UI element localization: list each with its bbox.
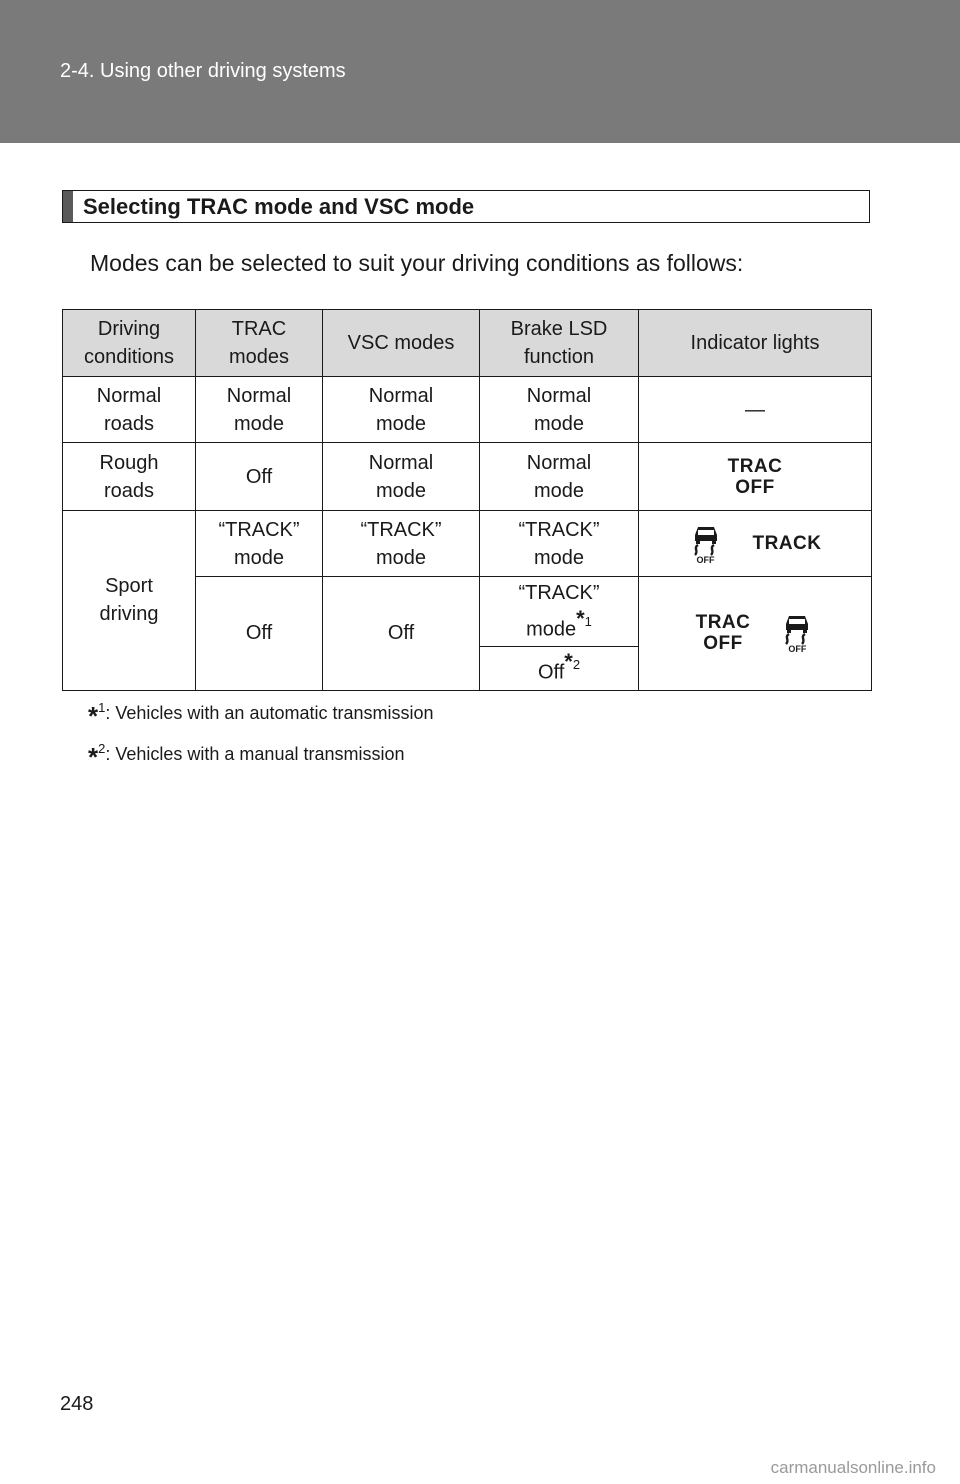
lsd-off-label: Off <box>537 661 565 684</box>
cell-indicator: OFF TRACK <box>638 510 872 577</box>
cell-indicator: — <box>638 376 872 443</box>
trac-off-indicator: TRAC OFF <box>727 455 783 498</box>
footnote-star: * <box>576 606 585 631</box>
intro-text: Modes can be selected to suit your drivi… <box>90 250 744 276</box>
chapter-title: 2-4. Using other driving systems <box>60 60 346 82</box>
footnote-1: *1: Vehicles with an automatic transmiss… <box>88 700 434 732</box>
footnote-ref: 2 <box>572 656 581 672</box>
cell-trac: “TRACK” mode <box>195 510 323 577</box>
header-brake-lsd: Brake LSD function <box>479 309 639 377</box>
cell-lsd: “TRACK” mode <box>479 510 639 577</box>
header-indicator-lights: Indicator lights <box>638 309 872 377</box>
header-driving-conditions: Driving conditions <box>62 309 196 377</box>
watermark: carmanualsonline.info <box>770 1458 936 1477</box>
table-row: Off Off “TRACK” mode*1 TRAC OFF <box>63 576 872 691</box>
footnote-2: *2: Vehicles with a manual transmission <box>88 741 405 773</box>
table-row: Rough roads Off Normal mode Normal mode … <box>62 442 872 511</box>
footnote-text: : Vehicles with a manual transmission <box>105 744 405 764</box>
cell-vsc: Off <box>322 576 480 691</box>
header-trac-modes: TRAC modes <box>195 309 323 377</box>
footnote-star: * <box>564 648 573 674</box>
skid-off-label: OFF <box>788 644 807 655</box>
lsd-track-label: “TRACK” mode <box>518 582 600 641</box>
table-row: Sport driving “TRACK” mode “TRACK” mode … <box>62 510 872 691</box>
skid-car-icon <box>785 616 809 646</box>
indicator-group: OFF TRACK <box>643 523 867 565</box>
page-header: 2-4. Using other driving systems <box>0 0 960 143</box>
table-row: Off*2 <box>63 645 872 691</box>
track-indicator: TRACK <box>752 533 822 554</box>
header-vsc-modes: VSC modes <box>322 309 480 377</box>
section-title: Selecting TRAC mode and VSC mode <box>83 193 475 219</box>
cell-indicator: TRAC OFF OFF <box>638 576 872 691</box>
footnote-mark: * <box>88 742 99 772</box>
vsc-off-indicator: OFF <box>780 612 814 654</box>
indicator-group: TRAC OFF OFF <box>643 612 867 654</box>
section-accent <box>63 191 73 222</box>
table-row: Normal roads Normal mode Normal mode Nor… <box>62 376 872 443</box>
page-number: 248 <box>60 1393 94 1415</box>
footnote-number: 2 <box>98 741 106 756</box>
table-header-row: Driving conditions TRAC modes VSC modes … <box>62 309 872 377</box>
skid-off-label: OFF <box>696 554 715 565</box>
cell-lsd: “TRACK” mode*1 <box>479 576 639 647</box>
skid-car-icon <box>693 526 717 556</box>
cell-lsd: Off*2 <box>479 645 639 691</box>
footnote-ref: 1 <box>584 614 592 629</box>
cell-trac: Off <box>195 442 323 511</box>
cell-condition: Sport driving <box>62 510 196 691</box>
section-heading: Selecting TRAC mode and VSC mode <box>62 190 870 223</box>
trac-off-indicator: TRAC OFF <box>695 612 751 655</box>
cell-vsc: Normal mode <box>322 442 480 511</box>
footnote-text: : Vehicles with an automatic transmissio… <box>105 703 434 723</box>
cell-condition: Normal roads <box>62 376 196 443</box>
cell-vsc: “TRACK” mode <box>322 510 480 577</box>
cell-trac: Off <box>195 576 323 691</box>
cell-indicator: TRAC OFF <box>638 442 872 511</box>
cell-vsc: Normal mode <box>322 376 480 443</box>
cell-lsd: Normal mode <box>479 442 639 511</box>
footnote-number: 1 <box>98 700 106 715</box>
cell-trac: Normal mode <box>195 376 323 443</box>
vsc-off-indicator: OFF <box>689 523 723 565</box>
modes-table: Driving conditions TRAC modes VSC modes … <box>62 309 872 691</box>
cell-lsd: Normal mode <box>479 376 639 443</box>
footnote-mark: * <box>88 701 99 731</box>
cell-condition: Rough roads <box>62 442 196 511</box>
